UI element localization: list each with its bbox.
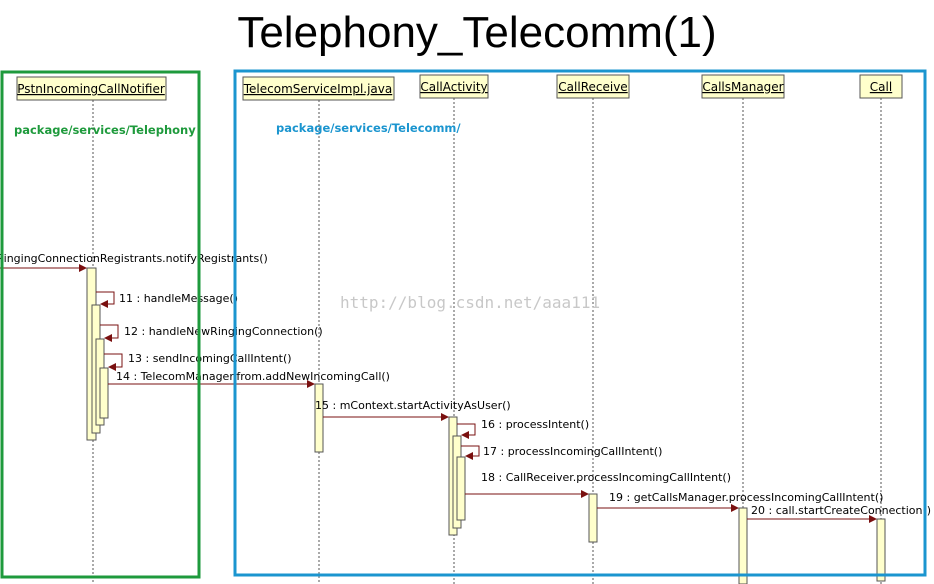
message-arrow-11 xyxy=(96,291,115,308)
message-label-15: 15 : mContext.startActivityAsUser() xyxy=(315,399,511,412)
activation-bar xyxy=(738,507,748,584)
activation-bar xyxy=(99,367,109,419)
message-label-14: 14 : TelecomManager.from.addNewIncomingC… xyxy=(116,370,390,383)
activation-bars xyxy=(86,267,886,584)
package-frame-telephony xyxy=(0,70,201,579)
activation-bar xyxy=(588,493,598,543)
activation-bar xyxy=(876,518,886,582)
message-label-18: 18 : CallReceiver.processIncomingCallInt… xyxy=(481,471,731,484)
lifeline-header-callsmanager xyxy=(701,74,785,99)
message-arrow-13 xyxy=(104,353,123,371)
lifeline-label-callactivity: CallActivity xyxy=(420,80,487,94)
message-arrow-16 xyxy=(457,423,476,439)
message-label-11: 11 : handleMessage() xyxy=(119,292,238,305)
lifeline-label-callreceive: CallReceive xyxy=(558,80,627,94)
activation-bar xyxy=(314,383,324,453)
message-label-12: 12 : handleNewRingingConnection() xyxy=(124,325,323,338)
lifeline-label-callsmanager: CallsManager xyxy=(702,80,783,94)
message-label-19: 19 : getCallsManager.processIncomingCall… xyxy=(609,491,883,504)
lifeline-headers: PstnIncomingCallNotifier TelecomServiceI… xyxy=(16,74,903,101)
message-label-16: 16 : processIntent() xyxy=(481,418,589,431)
message-label-13: 13 : sendIncomingCallIntent() xyxy=(128,352,292,365)
lifeline-header-callreceive xyxy=(556,74,630,99)
lifeline-header-call xyxy=(859,74,903,99)
message-label-notify: RingingConnectionRegistrants.notifyRegis… xyxy=(0,252,268,265)
message-arrow-17 xyxy=(461,445,480,460)
lifeline-header-telecomservice xyxy=(242,76,395,101)
message-labels: RingingConnectionRegistrants.notifyRegis… xyxy=(0,252,931,517)
lifeline-label-telecomservice: TelecomServiceImpl.java xyxy=(243,82,393,96)
lifeline-header-callactivity xyxy=(419,74,489,99)
lifeline-header-pstn xyxy=(16,76,167,101)
message-label-17: 17 : processIncomingCallIntent() xyxy=(483,445,662,458)
lifeline-label-call: Call xyxy=(870,80,892,94)
message-arrow-12 xyxy=(100,324,119,342)
watermark-text: http://blog.csdn.net/aaa111 xyxy=(340,293,600,312)
package-label-telecomm: package/services/Telecomm/ xyxy=(276,121,461,135)
package-label-telephony: package/services/Telephony xyxy=(14,123,196,137)
activation-bar xyxy=(456,456,466,521)
message-arrows xyxy=(0,264,877,523)
package-frame-telecomm xyxy=(233,69,927,577)
lifeline-label-pstn: PstnIncomingCallNotifier xyxy=(17,82,165,96)
diagram-title: Telephony_Telecomm(1) xyxy=(237,8,717,57)
message-label-20: 20 : call.startCreateConnection() xyxy=(751,504,931,517)
